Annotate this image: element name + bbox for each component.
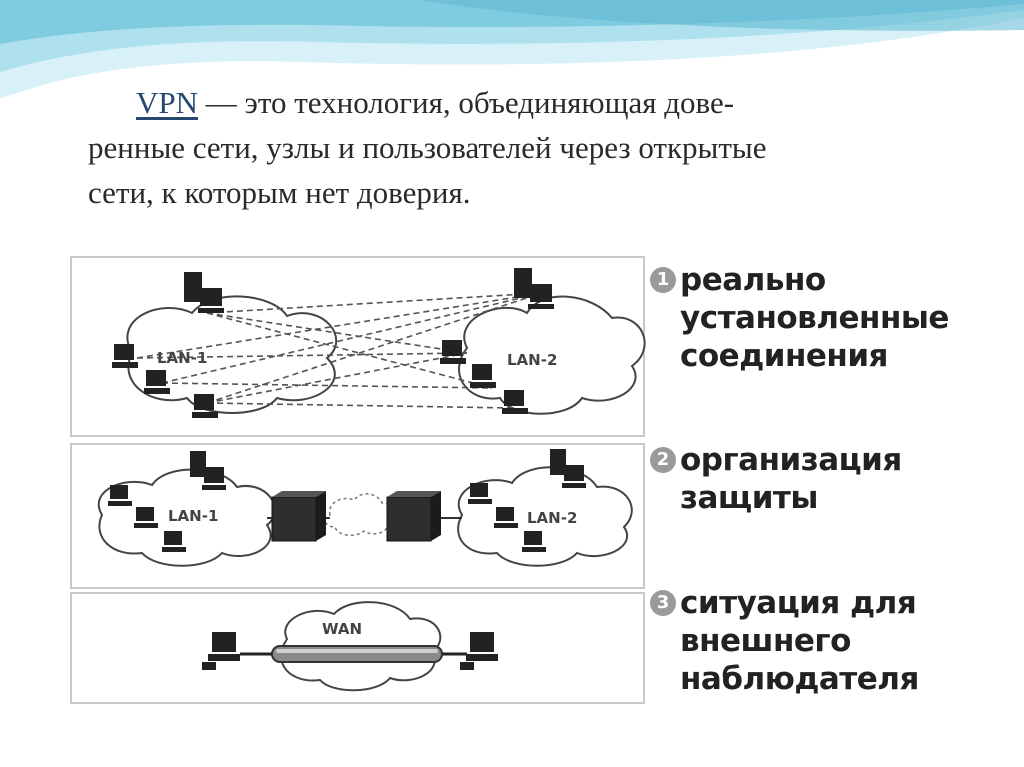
computer-icon bbox=[522, 531, 546, 552]
computer-icon bbox=[550, 449, 586, 488]
vpn-link[interactable]: VPN bbox=[136, 85, 199, 120]
legend-line: соединения bbox=[680, 338, 888, 374]
computer-icon bbox=[460, 632, 498, 670]
intro-line-2: ренные сети, узлы и пользователей через … bbox=[88, 130, 767, 165]
computer-icon bbox=[202, 632, 240, 670]
legend-line: наблюдателя bbox=[680, 661, 919, 697]
legend-line: защиты bbox=[680, 480, 818, 516]
legend-number-badge: 1 bbox=[650, 267, 676, 293]
legend-line: установленные bbox=[680, 300, 949, 336]
panel-1-diagram: LAN-1 LAN-2 bbox=[112, 268, 646, 418]
computer-icon bbox=[134, 507, 158, 528]
legend-line: внешнего bbox=[680, 623, 851, 659]
computer-icon bbox=[112, 344, 138, 368]
panel-protection: LAN-1 LAN-2 bbox=[70, 443, 645, 589]
computer-icon bbox=[190, 451, 226, 490]
legend-line: ситуация для bbox=[680, 585, 917, 621]
gateway-box-icon bbox=[271, 491, 326, 542]
legend-external-observer: 3 ситуация для внешнего наблюдателя bbox=[650, 584, 1010, 698]
legend-line: реально bbox=[680, 262, 826, 298]
computer-icon bbox=[468, 483, 492, 504]
panel-external-observer: WAN bbox=[70, 592, 645, 704]
computer-icon bbox=[514, 268, 554, 309]
computer-icon bbox=[502, 390, 528, 414]
panel-real-connections: LAN-1 LAN-2 bbox=[70, 256, 646, 437]
open-network-cloud bbox=[324, 493, 394, 537]
legend-number-badge: 2 bbox=[650, 447, 676, 473]
intro-line-1-rest: — это технология, объединяющая дове- bbox=[198, 85, 735, 120]
header-wave-decoration bbox=[0, 0, 1024, 102]
legend-protection: 2 организация защиты bbox=[650, 441, 1010, 517]
lan1-label: LAN-1 bbox=[168, 507, 218, 525]
computer-icon bbox=[108, 485, 132, 506]
lan2-label: LAN-2 bbox=[527, 509, 577, 527]
lan2-cloud bbox=[458, 295, 646, 415]
intro-line-3: сети, к которым нет доверия. bbox=[88, 175, 471, 210]
lan1-cloud bbox=[98, 468, 277, 567]
panel-2-diagram: LAN-1 LAN-2 bbox=[98, 449, 633, 567]
computer-icon bbox=[162, 531, 186, 552]
computer-icon bbox=[494, 507, 518, 528]
vpn-tunnel-icon bbox=[271, 645, 443, 663]
panel-3-diagram: WAN bbox=[202, 601, 498, 692]
intro-line-1: VPN — это технология, объединяющая дове- bbox=[88, 80, 968, 125]
legend-line: организация bbox=[680, 442, 902, 478]
gateway-box-icon bbox=[386, 491, 441, 542]
computer-icon bbox=[470, 364, 496, 388]
lan2-label: LAN-2 bbox=[507, 351, 557, 369]
legend-number-badge: 3 bbox=[650, 590, 676, 616]
intro-paragraph: VPN — это технология, объединяющая дове-… bbox=[88, 80, 968, 215]
real-connections-lines bbox=[136, 292, 543, 409]
computer-icon bbox=[144, 370, 170, 394]
lan1-label: LAN-1 bbox=[157, 349, 207, 367]
lan1-cloud bbox=[126, 295, 338, 414]
legend-real-connections: 1 реально установленные соединения bbox=[650, 261, 1010, 375]
wan-label: WAN bbox=[322, 620, 362, 638]
computer-icon bbox=[184, 272, 224, 313]
lan2-cloud bbox=[457, 466, 633, 567]
computer-icon bbox=[192, 394, 218, 418]
computer-icon bbox=[440, 340, 466, 364]
